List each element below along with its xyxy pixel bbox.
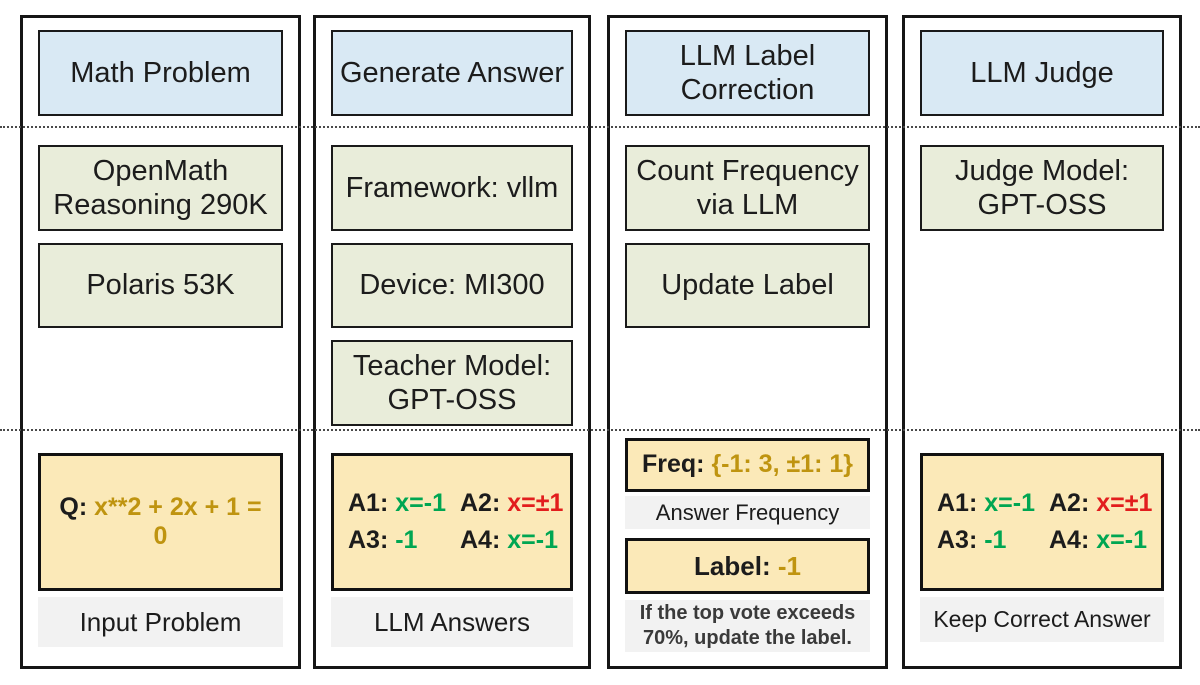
dataset-label: OpenMath Reasoning 290K bbox=[53, 154, 268, 221]
answer-item: A1: x=-1 bbox=[937, 489, 1049, 519]
question-text: Q: x**2 + 2x + 1 = 0 bbox=[53, 493, 268, 552]
column-llm-judge: LLM Judge Judge Model: GPT-OSS A1: x=-1 … bbox=[902, 15, 1182, 669]
answer-item: A2: x=±1 bbox=[1049, 489, 1152, 519]
header-label: Math Problem bbox=[70, 56, 251, 89]
note-label: If the top vote exceeds 70%, update the … bbox=[625, 600, 870, 652]
answer-item: A4: x=-1 bbox=[1049, 526, 1152, 556]
caption-text: LLM Answers bbox=[373, 606, 531, 637]
answer-value: x=±1 bbox=[1096, 488, 1153, 517]
answer-value: x=-1 bbox=[507, 526, 558, 554]
step-label: Count Frequency via LLM bbox=[636, 154, 859, 221]
freq-text: Freq: {-1: 3, ±1: 1} bbox=[642, 450, 853, 480]
header-label: Generate Answer bbox=[339, 56, 565, 89]
config-label: Framework: vllm bbox=[345, 171, 559, 204]
answer-item: A3: -1 bbox=[937, 526, 1049, 556]
config-box-judge-model: Judge Model: GPT-OSS bbox=[920, 145, 1164, 231]
label-text: Label: -1 bbox=[694, 551, 801, 582]
answer-item: A2: x=±1 bbox=[460, 489, 563, 519]
answer-value: -1 bbox=[984, 526, 1007, 554]
dataset-box-polaris: Polaris 53K bbox=[38, 243, 283, 328]
stage-divider-bottom bbox=[0, 429, 1200, 431]
caption-label: Input Problem bbox=[38, 597, 283, 647]
stage-divider-top bbox=[0, 126, 1200, 128]
config-label: Teacher Model: GPT-OSS bbox=[352, 349, 552, 416]
answer-item: A4: x=-1 bbox=[460, 526, 563, 556]
column-generate-answer: Generate Answer Framework: vllm Device: … bbox=[313, 15, 591, 669]
answer-prefix: A1: bbox=[348, 488, 396, 517]
caption-text: Keep Correct Answer bbox=[933, 605, 1151, 632]
caption-text: Answer Frequency bbox=[655, 499, 840, 525]
config-box-device: Device: MI300 bbox=[331, 243, 573, 328]
header-label: LLM Label Correction bbox=[679, 39, 816, 106]
answers-grid: A1: x=-1 A2: x=±1 A3: -1 A4: x=-1 bbox=[923, 489, 1161, 556]
step-box-update-label: Update Label bbox=[625, 243, 870, 328]
example-question-box: Q: x**2 + 2x + 1 = 0 bbox=[38, 453, 283, 591]
answers-grid: A1: x=-1 A2: x=±1 A3: -1 A4: x=-1 bbox=[334, 489, 570, 556]
answer-prefix: A1: bbox=[937, 488, 985, 517]
header-label: LLM Judge bbox=[970, 56, 1114, 89]
answer-prefix: A3: bbox=[348, 526, 396, 554]
kept-answers-box: A1: x=-1 A2: x=±1 A3: -1 A4: x=-1 bbox=[920, 453, 1164, 591]
answer-value: x=±1 bbox=[507, 488, 564, 517]
caption-label: Keep Correct Answer bbox=[920, 597, 1164, 642]
question-value: x**2 + 2x + 1 = 0 bbox=[94, 492, 262, 551]
answer-item: A3: -1 bbox=[348, 526, 460, 556]
config-label: Device: MI300 bbox=[359, 269, 545, 302]
llm-answers-box: A1: x=-1 A2: x=±1 A3: -1 A4: x=-1 bbox=[331, 453, 573, 591]
answer-value: x=-1 bbox=[984, 488, 1035, 517]
header-box: LLM Label Correction bbox=[625, 30, 870, 116]
answer-prefix: A3: bbox=[937, 526, 985, 554]
header-box: LLM Judge bbox=[920, 30, 1164, 116]
caption-label: LLM Answers bbox=[331, 597, 573, 647]
dataset-label: Polaris 53K bbox=[86, 269, 235, 302]
label-box: Label: -1 bbox=[625, 538, 870, 594]
answer-prefix: A4: bbox=[1049, 526, 1097, 554]
config-label: Judge Model: GPT-OSS bbox=[954, 154, 1130, 221]
freq-caption-label: Answer Frequency bbox=[625, 496, 870, 529]
config-box-teacher-model: Teacher Model: GPT-OSS bbox=[331, 340, 573, 426]
caption-text: Input Problem bbox=[79, 606, 242, 637]
label-prefix: Label: bbox=[694, 550, 778, 581]
answer-value: -1 bbox=[395, 526, 418, 554]
step-box-count-frequency: Count Frequency via LLM bbox=[625, 145, 870, 231]
step-label: Update Label bbox=[661, 269, 834, 302]
answer-prefix: A2: bbox=[460, 488, 508, 517]
label-value: -1 bbox=[777, 550, 801, 581]
freq-value: {-1: 3, ±1: 1} bbox=[711, 450, 853, 479]
header-box: Generate Answer bbox=[331, 30, 573, 116]
note-text: If the top vote exceeds 70%, update the … bbox=[639, 602, 856, 649]
answer-prefix: A4: bbox=[460, 526, 508, 554]
dataset-box-openmath: OpenMath Reasoning 290K bbox=[38, 145, 283, 231]
config-box-framework: Framework: vllm bbox=[331, 145, 573, 231]
header-box: Math Problem bbox=[38, 30, 283, 116]
answer-item: A1: x=-1 bbox=[348, 489, 460, 519]
column-llm-label-correction: LLM Label Correction Count Frequency via… bbox=[607, 15, 888, 669]
column-math-problem: Math Problem OpenMath Reasoning 290K Pol… bbox=[20, 15, 301, 669]
freq-prefix: Freq: bbox=[641, 450, 712, 479]
question-prefix: Q: bbox=[59, 492, 95, 521]
answer-prefix: A2: bbox=[1049, 488, 1097, 517]
answer-value: x=-1 bbox=[395, 488, 446, 517]
answer-value: x=-1 bbox=[1096, 526, 1147, 554]
freq-box: Freq: {-1: 3, ±1: 1} bbox=[625, 438, 870, 492]
